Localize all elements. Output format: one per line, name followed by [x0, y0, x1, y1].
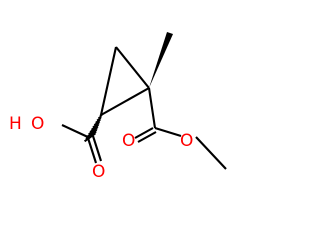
ester-c-c-bond — [147, 87, 157, 129]
molecule-structure: H O O O O — [9, 32, 227, 182]
ring-bond-bottom — [100, 87, 150, 116]
acid-carbonyl-oxygen-label: O — [92, 162, 105, 182]
carboxylic-acid-group — [61, 124, 103, 164]
ester-ether-oxygen-label: O — [180, 131, 193, 151]
ester-o-methyl-bond — [195, 136, 227, 170]
acid-carbonyl-bond-2 — [91, 135, 103, 162]
acid-carbonyl-bond-1 — [86, 137, 98, 164]
ester-carbonyl-bond-2 — [137, 131, 157, 143]
ring-bond-left — [99, 46, 118, 116]
cyclopropane-ring — [99, 46, 150, 116]
ester-c-o-bond — [154, 126, 182, 138]
ester-carbonyl-oxygen-label: O — [122, 131, 135, 151]
methyl-ester-group — [134, 87, 227, 170]
acid-c-oh-bond — [61, 124, 91, 139]
methyl-wedge-bond — [149, 32, 173, 88]
hydroxyl-oxygen-label: O — [31, 114, 44, 134]
ring-bond-top — [115, 46, 150, 89]
hydroxyl-hydrogen-label: H — [9, 114, 22, 134]
ester-carbonyl-bond-1 — [134, 127, 154, 139]
